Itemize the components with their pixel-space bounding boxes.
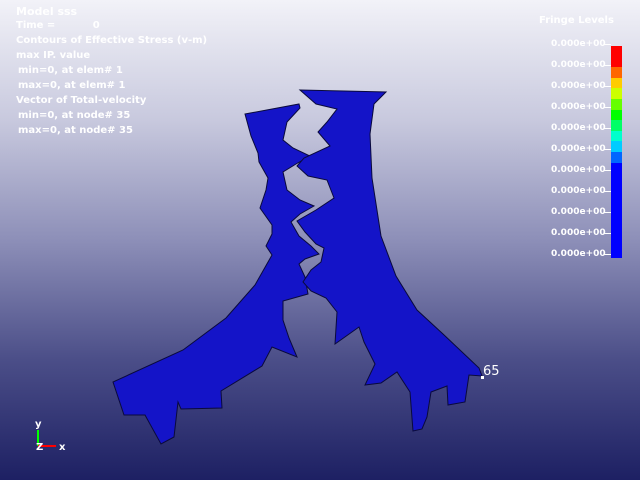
time-label: Time = xyxy=(16,20,56,31)
time-value: 0 xyxy=(92,20,100,31)
value-type: max IP. value xyxy=(16,50,91,61)
fringe-color-segment xyxy=(611,98,622,110)
vector-type: Vector of Total-velocity xyxy=(16,95,147,106)
node-label: 65 xyxy=(483,364,500,379)
fringe-color-segment xyxy=(611,120,622,131)
fringe-level-tick xyxy=(604,233,611,234)
fringe-level-label: 0.000e+00 xyxy=(551,228,606,238)
fringe-level-tick xyxy=(604,107,611,108)
fringe-level-label: 0.000e+00 xyxy=(551,186,606,196)
velocity-min: min=0, at node# 35 xyxy=(18,110,131,121)
fringe-color-segment xyxy=(611,247,622,258)
fringe-color-segment xyxy=(611,77,622,89)
fringe-level-label: 0.000e+00 xyxy=(551,249,606,259)
fringe-color-segment xyxy=(611,109,622,121)
fringe-level-tick xyxy=(604,212,611,213)
fringe-color-segment xyxy=(611,226,622,237)
fringe-level-tick xyxy=(604,44,611,45)
fringe-color-segment xyxy=(611,215,622,227)
fringe-color-segment xyxy=(611,141,622,152)
fringe-color-segment xyxy=(611,236,622,248)
fringe-level-label: 0.000e+00 xyxy=(551,207,606,217)
result-type: Contours of Effective Stress (v-m) xyxy=(16,35,208,46)
fringe-color-segment xyxy=(611,67,622,78)
gear-model[interactable] xyxy=(112,89,483,445)
fringe-level-label: 0.000e+00 xyxy=(551,144,606,154)
left-gear-sector[interactable] xyxy=(112,103,320,445)
fringe-color-bar xyxy=(611,46,622,258)
model-title: Model sss xyxy=(16,5,78,18)
velocity-max: max=0, at node# 35 xyxy=(18,125,133,136)
stress-min: min=0, at elem# 1 xyxy=(18,65,123,76)
fringe-level-tick xyxy=(604,170,611,171)
model-info-panel: Model sss Time = 0 Contours of Effective… xyxy=(16,5,207,138)
fringe-level-label: 0.000e+00 xyxy=(551,60,606,70)
y-axis-label: y xyxy=(35,419,42,430)
x-axis-label: x xyxy=(59,442,66,453)
triad-axes xyxy=(37,430,56,447)
fringe-level-tick xyxy=(604,86,611,87)
right-gear-sector[interactable] xyxy=(296,89,483,432)
fringe-color-segment xyxy=(611,46,622,57)
fringe-color-segment xyxy=(611,204,622,216)
coordinate-triad: y Z x xyxy=(30,418,70,458)
z-axis-label: Z xyxy=(36,442,44,453)
fringe-color-segment xyxy=(611,88,622,99)
fringe-levels-title: Fringe Levels xyxy=(539,15,614,26)
fringe-level-tick xyxy=(604,149,611,150)
time-row: Time = 0 xyxy=(16,18,207,33)
fringe-level-tick xyxy=(604,65,611,66)
fringe-level-tick xyxy=(604,128,611,129)
fringe-level-label: 0.000e+00 xyxy=(551,102,606,112)
fringe-color-segment xyxy=(611,194,622,205)
fringe-color-segment xyxy=(611,173,622,184)
fringe-level-label: 0.000e+00 xyxy=(551,39,606,49)
stress-max: max=0, at elem# 1 xyxy=(18,80,126,91)
node-marker xyxy=(481,376,484,379)
fringe-color-segment xyxy=(611,183,622,195)
fringe-level-tick xyxy=(604,254,611,255)
fringe-level-label: 0.000e+00 xyxy=(551,165,606,175)
fringe-color-segment xyxy=(611,162,622,174)
fringe-level-tick xyxy=(604,191,611,192)
fringe-level-label: 0.000e+00 xyxy=(551,123,606,133)
fringe-color-segment xyxy=(611,56,622,68)
fringe-color-segment xyxy=(611,151,622,163)
fringe-level-label: 0.000e+00 xyxy=(551,81,606,91)
fringe-color-segment xyxy=(611,130,622,142)
